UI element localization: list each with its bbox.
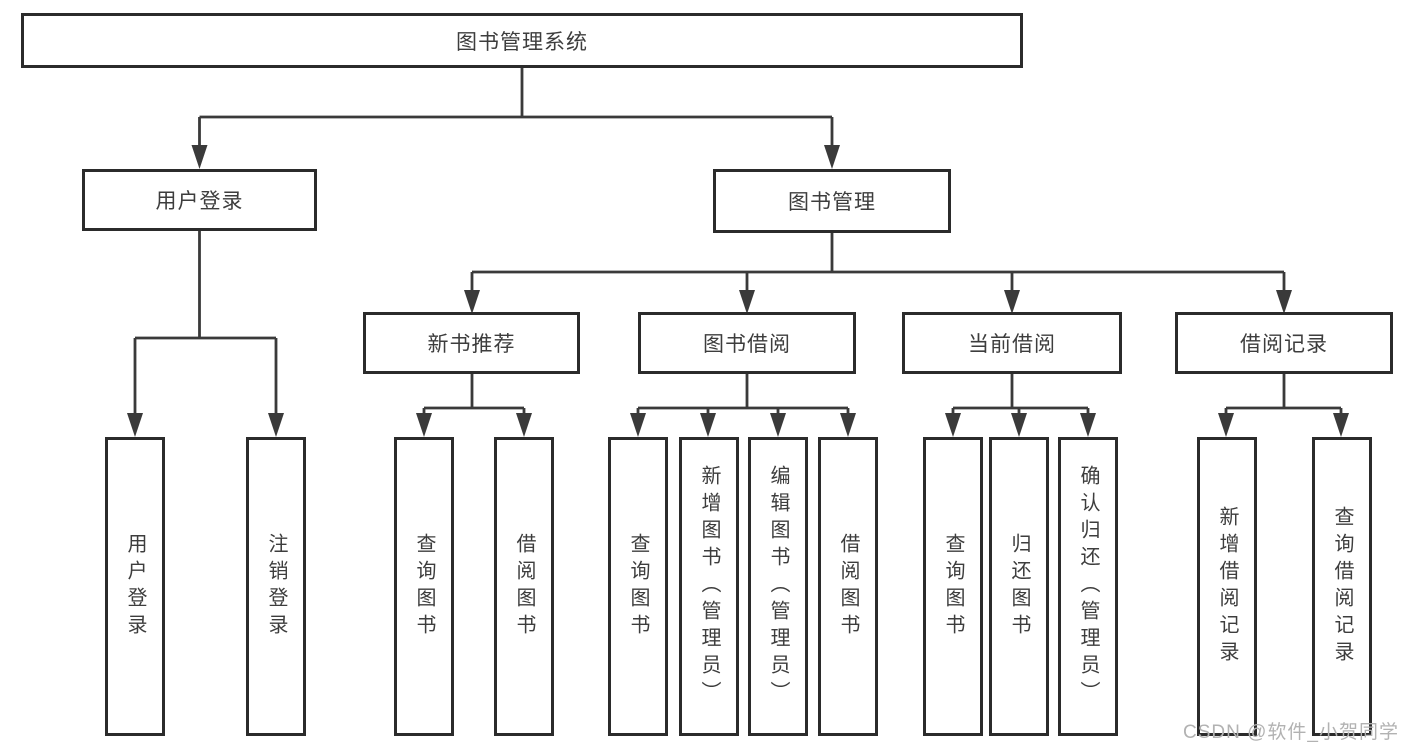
leaf-borrow-books-recommend: 借阅图书 [494,437,554,736]
leaf-confirm-return-admin: 确认归还（管理员） [1058,437,1118,736]
node-user-login: 用户登录 [82,169,317,231]
node-new-book-recommendation: 新书推荐 [363,312,580,374]
leaf-add-book-admin: 新增图书（管理员） [679,437,739,736]
node-library-management-system: 图书管理系统 [21,13,1023,68]
leaf-user-login: 用户登录 [105,437,165,736]
csdn-watermark: CSDN @软件_小贺同学 [1183,722,1399,743]
node-book-borrowing: 图书借阅 [638,312,856,374]
leaf-query-books-current: 查询图书 [923,437,983,736]
leaf-logout: 注销登录 [246,437,306,736]
node-book-management: 图书管理 [713,169,951,233]
node-current-borrowing: 当前借阅 [902,312,1122,374]
leaf-add-borrow-record: 新增借阅记录 [1197,437,1257,736]
leaf-query-books-recommend: 查询图书 [394,437,454,736]
leaf-edit-book-admin: 编辑图书（管理员） [748,437,808,736]
leaf-query-borrow-record: 查询借阅记录 [1312,437,1372,736]
node-borrowing-records: 借阅记录 [1175,312,1393,374]
leaf-return-book: 归还图书 [989,437,1049,736]
leaf-borrow-books: 借阅图书 [818,437,878,736]
leaf-query-books-borrowing: 查询图书 [608,437,668,736]
